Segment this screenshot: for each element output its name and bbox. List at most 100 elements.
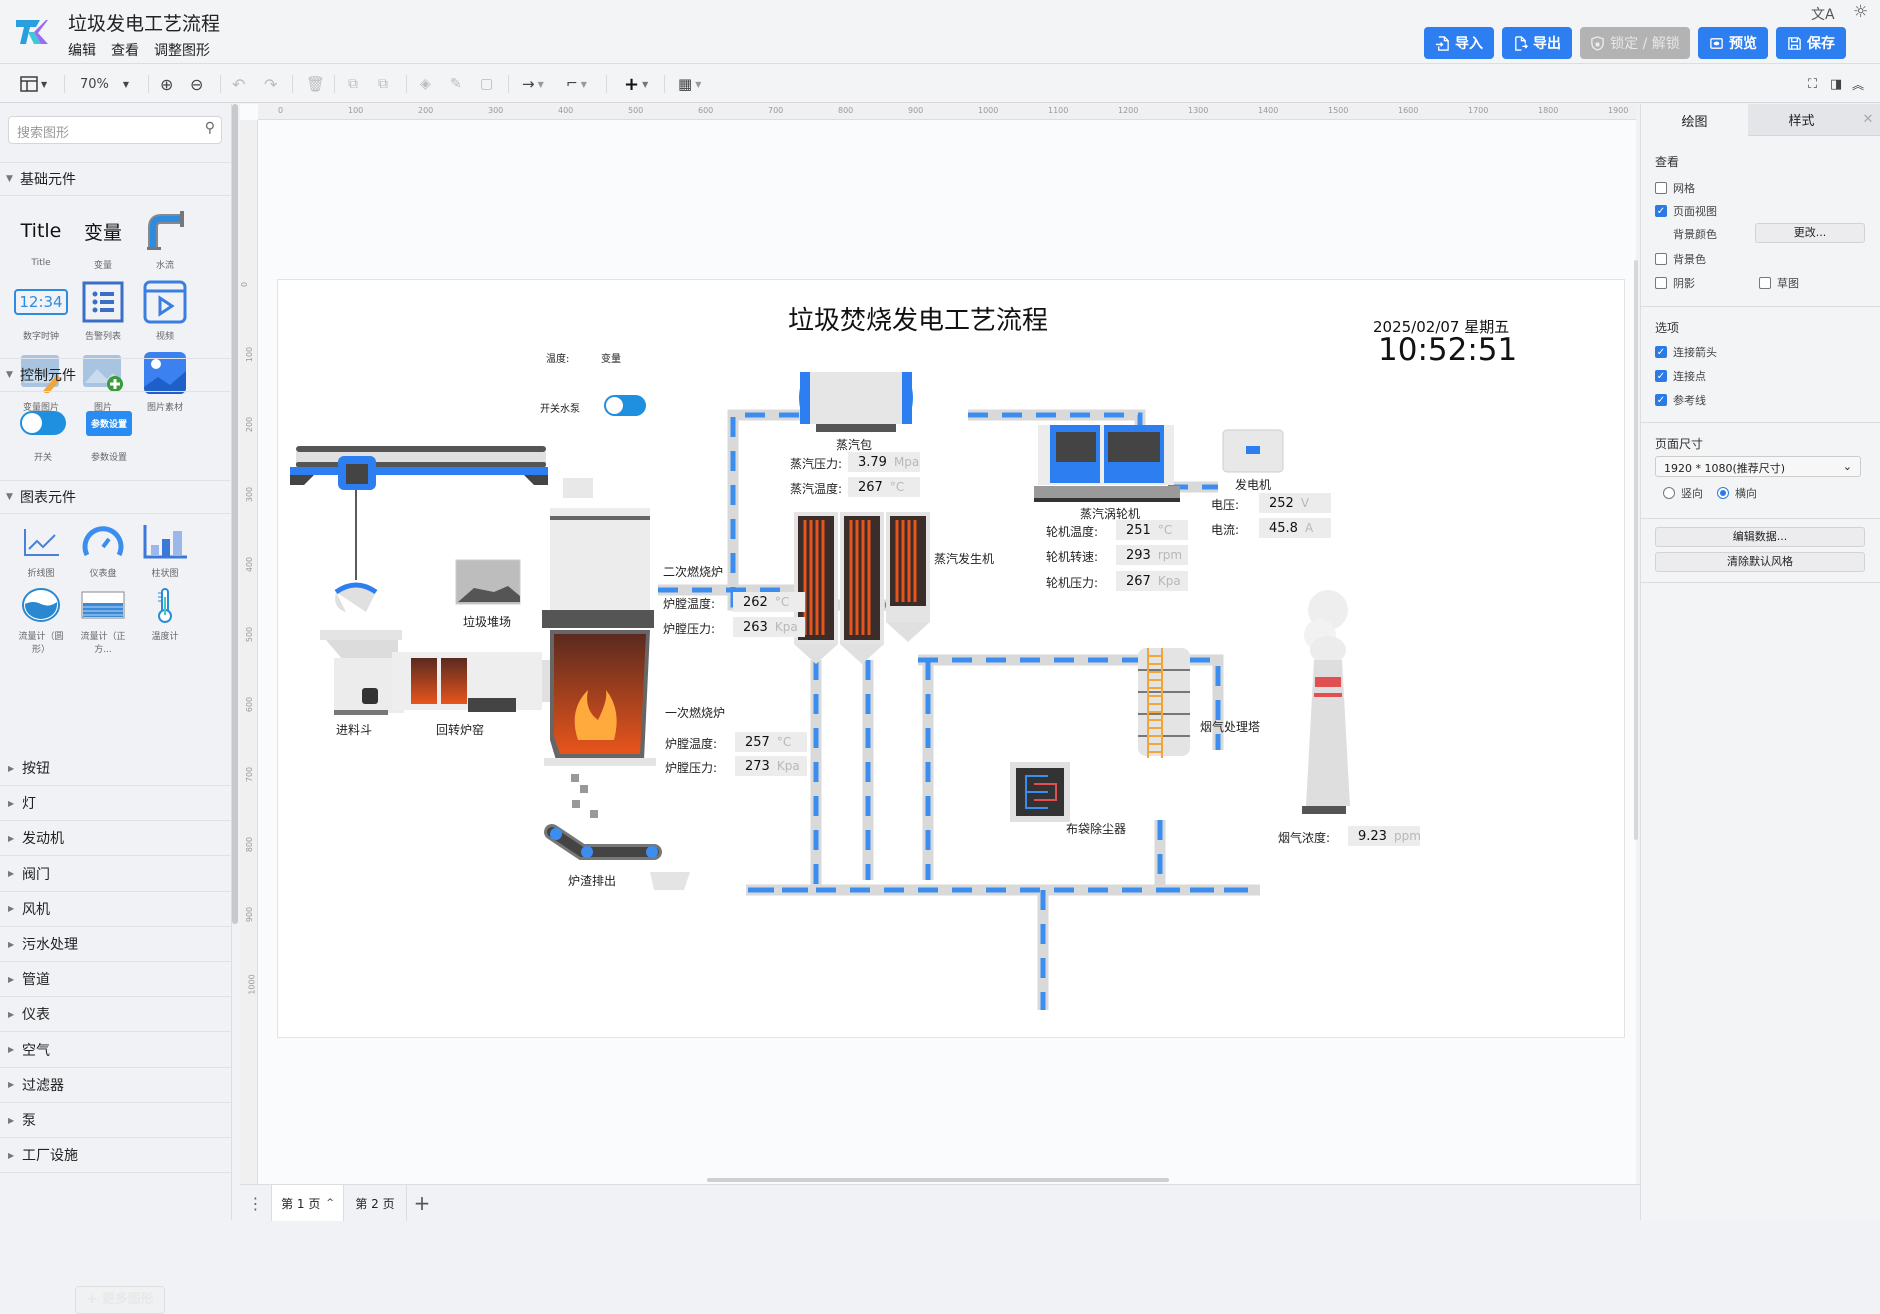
page-tab-2[interactable]: 第 2 页 xyxy=(344,1185,407,1221)
collapse-icon[interactable]: ︽ xyxy=(1852,77,1865,92)
category-10[interactable]: ▶泵 xyxy=(0,1103,232,1138)
shape-label: 视频 xyxy=(155,332,174,342)
shape-video[interactable]: 视频 xyxy=(136,279,194,342)
shape-water-flow[interactable]: 水流 xyxy=(136,208,194,271)
category-11[interactable]: ▶工厂设施 xyxy=(0,1138,232,1174)
section-chart[interactable]: ▼图表元件 xyxy=(0,480,232,514)
diagram-page[interactable]: 垃圾焚烧发电工艺流程 2025/02/07 星期五 10:52:51 温度: 变… xyxy=(277,279,1625,1038)
shape-variable[interactable]: 变量变量 xyxy=(74,208,132,272)
close-icon[interactable]: ✕ xyxy=(1855,104,1880,136)
left-panel-scrollbar[interactable] xyxy=(232,104,238,924)
connection-points-checkbox[interactable]: ✓连接点 xyxy=(1655,368,1706,384)
change-bg-button[interactable]: 更改... xyxy=(1755,223,1865,243)
shape-alarm-list[interactable]: 告警列表 xyxy=(74,279,132,342)
category-6[interactable]: ▶管道 xyxy=(0,962,232,998)
category-2[interactable]: ▶发动机 xyxy=(0,821,232,857)
ruler-tick: 700 xyxy=(245,766,255,783)
shape-flowmeter-square[interactable]: 流量计（正方... xyxy=(74,585,132,655)
category-3[interactable]: ▶阀门 xyxy=(0,857,232,892)
pump-toggle[interactable] xyxy=(604,395,646,416)
landscape-radio[interactable]: 横向 xyxy=(1717,485,1757,501)
label-hopper: 进料斗 xyxy=(336,723,373,737)
waypoint-icon[interactable]: ⌐▼ xyxy=(566,76,587,92)
shape-image[interactable]: 图片 xyxy=(74,350,132,413)
sun-icon[interactable]: ☼ xyxy=(1853,2,1869,22)
guides-checkbox[interactable]: ✓参考线 xyxy=(1655,392,1706,408)
shape-thermometer[interactable]: 温度计 xyxy=(136,585,194,655)
translate-icon[interactable]: 文A xyxy=(1811,7,1835,23)
save-button[interactable]: 保存 xyxy=(1776,27,1846,59)
category-7[interactable]: ▶仪表 xyxy=(0,997,232,1033)
bg-checkbox[interactable]: 背景色 xyxy=(1655,251,1706,267)
shape-switch[interactable]: 开关 xyxy=(12,400,74,463)
shape-image-material[interactable]: 图片素材 xyxy=(136,350,194,413)
undo-icon[interactable]: ↶ xyxy=(232,74,246,94)
menu-adjust-shape[interactable]: 调整图形 xyxy=(154,43,210,59)
toolbar: ▼ 70% ▼ ⊕ ⊖ ↶ ↷ 🗑︎ ⧉ ⧉ ◈ ✎ ▢ →▼ ⌐▼ +▼ ▦▼… xyxy=(0,65,1880,103)
add-page-icon[interactable]: + xyxy=(413,1191,431,1215)
canvas-v-scrollbar[interactable] xyxy=(1634,260,1638,840)
export-button[interactable]: 导出 xyxy=(1502,27,1572,59)
shape-flowmeter-round[interactable]: 流量计（圆形） xyxy=(12,585,70,655)
category-5[interactable]: ▶污水处理 xyxy=(0,927,232,962)
menu-view[interactable]: 查看 xyxy=(111,43,139,59)
category-4[interactable]: ▶风机 xyxy=(0,892,232,927)
shadow-checkbox[interactable]: 阴影 xyxy=(1655,275,1695,291)
page-size-select[interactable]: 1920 * 1080(推荐尺寸)⌄ xyxy=(1655,456,1861,477)
canvas-h-scrollbar[interactable] xyxy=(707,1178,1169,1182)
import-button[interactable]: 导入 xyxy=(1424,27,1494,59)
lock-unlock-button[interactable]: 锁定 / 解锁 xyxy=(1580,27,1690,59)
redo-icon[interactable]: ↷ xyxy=(264,74,278,94)
zoom-in-icon[interactable]: ⊕ xyxy=(160,74,174,94)
preview-button[interactable]: 预览 xyxy=(1698,27,1768,59)
shape-variable-image[interactable]: 变量图片 xyxy=(12,350,70,413)
insert-plus-icon[interactable]: +▼ xyxy=(624,73,649,95)
panel-layout-icon xyxy=(20,76,38,92)
category-8[interactable]: ▶空气 xyxy=(0,1033,232,1068)
menu-edit[interactable]: 编辑 xyxy=(68,43,96,59)
connection-arrow-icon[interactable]: →▼ xyxy=(522,75,544,93)
steam-drum-illustration xyxy=(799,372,913,432)
shape-param-setting[interactable]: 参数设置参数设置 xyxy=(78,400,140,463)
section-control[interactable]: ▼控制元件 xyxy=(0,358,232,392)
fullscreen-icon[interactable]: ⛶ xyxy=(1808,76,1818,92)
readout-label-sec_pressure: 炉膛压力: xyxy=(663,622,716,636)
category-9[interactable]: ▶过滤器 xyxy=(0,1068,232,1103)
clear-default-style-button[interactable]: 清除默认风格 xyxy=(1655,552,1865,572)
grid-checkbox[interactable]: 网格 xyxy=(1655,180,1695,196)
tab-draw[interactable]: 绘图 xyxy=(1641,104,1748,136)
ruler-tick: 300 xyxy=(245,486,255,503)
page-tab-1[interactable]: 第 1 页^ xyxy=(272,1185,344,1221)
shape-gauge[interactable]: 仪表盘 xyxy=(74,522,132,579)
to-front-icon[interactable]: ⧉ xyxy=(348,76,358,92)
section-basic[interactable]: ▼基础元件 xyxy=(0,162,232,196)
shape-search-input[interactable]: 搜索图形 ⚲ xyxy=(8,116,222,144)
more-shapes-button[interactable]: + 更多图形 xyxy=(75,1286,165,1314)
zoom-select[interactable]: 70% ▼ xyxy=(80,73,132,95)
zoom-out-icon[interactable]: ⊖ xyxy=(190,74,204,94)
edit-data-button[interactable]: 编辑数据... xyxy=(1655,527,1865,547)
delete-icon[interactable]: 🗑︎ xyxy=(306,75,326,93)
shape-bar-chart[interactable]: 柱状图 xyxy=(136,522,194,579)
line-color-icon[interactable]: ✎ xyxy=(450,76,462,92)
table-icon[interactable]: ▦▼ xyxy=(678,75,702,93)
search-icon[interactable]: ⚲ xyxy=(204,120,215,136)
fill-color-icon[interactable]: ◈ xyxy=(420,76,431,92)
category-1[interactable]: ▶灯 xyxy=(0,786,232,822)
shape-line-chart[interactable]: 折线图 xyxy=(12,522,70,579)
sketch-checkbox[interactable]: 草图 xyxy=(1759,275,1799,291)
format-panel-icon[interactable]: ◨ xyxy=(1830,76,1843,92)
page-view-checkbox[interactable]: ✓页面视图 xyxy=(1655,203,1717,219)
divider xyxy=(1641,306,1880,307)
to-back-icon[interactable]: ⧉ xyxy=(378,76,388,92)
category-0[interactable]: ▶按钮 xyxy=(0,751,232,786)
tab-style[interactable]: 样式 xyxy=(1748,104,1855,136)
page-menu-icon[interactable]: ⋮ xyxy=(240,1185,272,1221)
portrait-radio[interactable]: 竖向 xyxy=(1663,485,1703,501)
layout-toggle-button[interactable]: ▼ xyxy=(20,73,47,95)
diagram-title[interactable]: 垃圾焚烧发电工艺流程 xyxy=(788,306,1049,336)
shadow-icon[interactable]: ▢ xyxy=(480,76,494,92)
connection-arrows-checkbox[interactable]: ✓连接箭头 xyxy=(1655,344,1717,360)
